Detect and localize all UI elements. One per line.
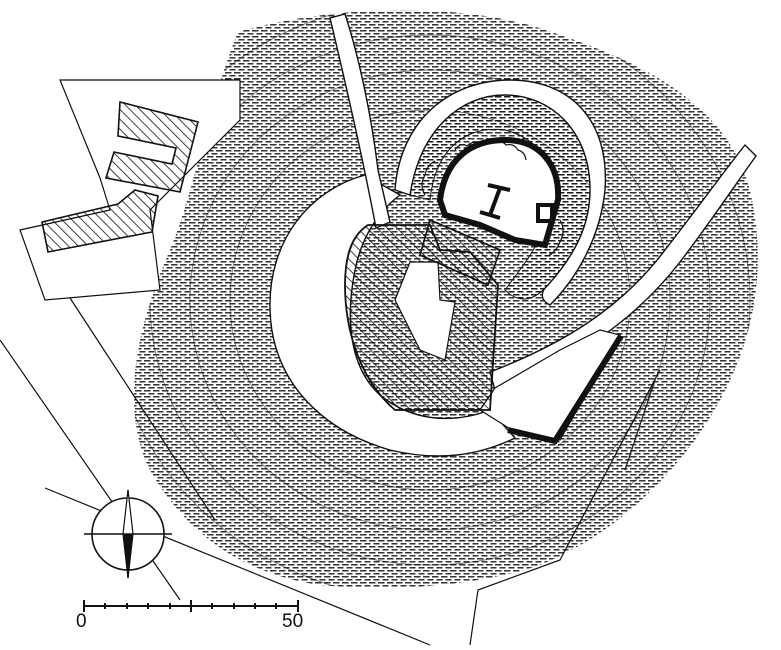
gate-tower	[419, 218, 501, 287]
outbuilding-west	[41, 189, 159, 253]
north-arrow-icon	[84, 489, 172, 579]
lower-castle-courtyard	[394, 261, 456, 361]
access-road-east	[489, 143, 757, 391]
scale-bar	[83, 600, 299, 612]
keep-interior-marks	[479, 183, 554, 223]
scale-start-label: 0	[76, 611, 87, 632]
outbuilding-north	[104, 100, 199, 193]
east-outwork-wall	[507, 334, 624, 445]
outbuildings	[19, 79, 241, 301]
scale-end-label: 50	[282, 611, 304, 632]
keep-rubble	[421, 140, 564, 257]
